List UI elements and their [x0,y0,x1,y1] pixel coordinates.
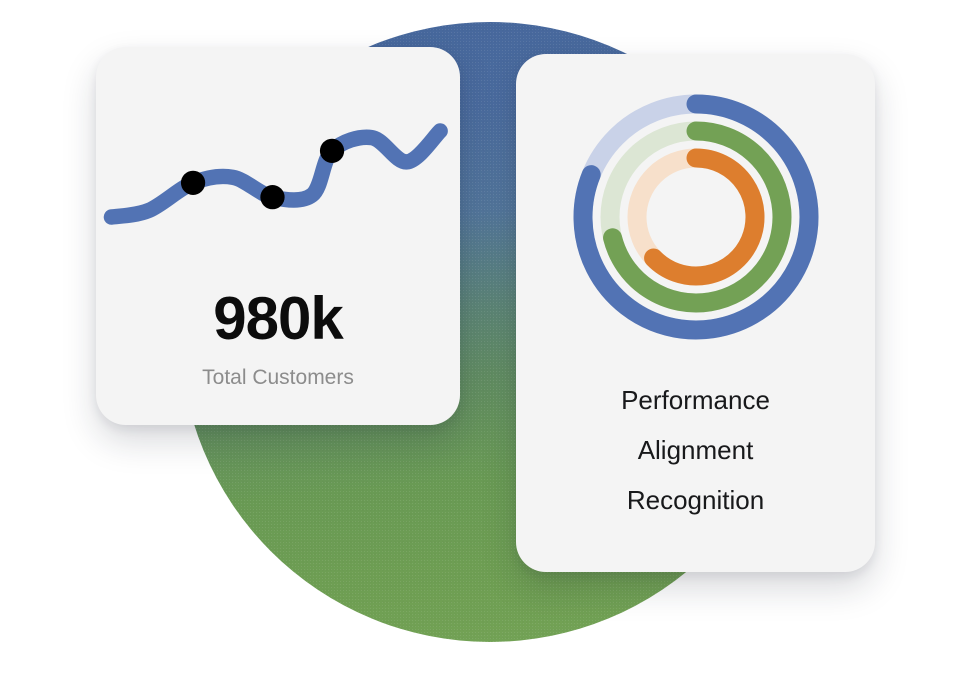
sparkline-data-points [180,138,345,210]
donut-chart-svg [573,94,818,340]
ring-arc-recognition[interactable] [643,148,764,286]
legend-item-recognition: Recognition [626,485,765,515]
ring-arc-alignment[interactable] [602,121,791,313]
donut-chart [561,82,831,352]
donut-legend: Performance Alignment Recognition [516,387,875,513]
metric-label: Total Customers [202,366,354,389]
legend-item-performance: Performance [621,385,770,415]
donut-ring-values [573,94,818,340]
performance-rings-card[interactable]: Performance Alignment Recognition [516,54,875,572]
total-customers-card[interactable]: 980k Total Customers [96,47,460,425]
sparkline-svg [103,123,448,225]
sparkline-chart [96,109,460,239]
sparkline-path [103,123,448,225]
sparkline-dot-1 [180,170,206,195]
metric-value: 980k [213,285,343,352]
ring-arc-performance[interactable] [573,94,818,340]
sparkline-dot-3 [319,138,345,163]
sparkline-dot-2 [260,185,285,210]
legend-item-alignment: Alignment [637,435,754,465]
